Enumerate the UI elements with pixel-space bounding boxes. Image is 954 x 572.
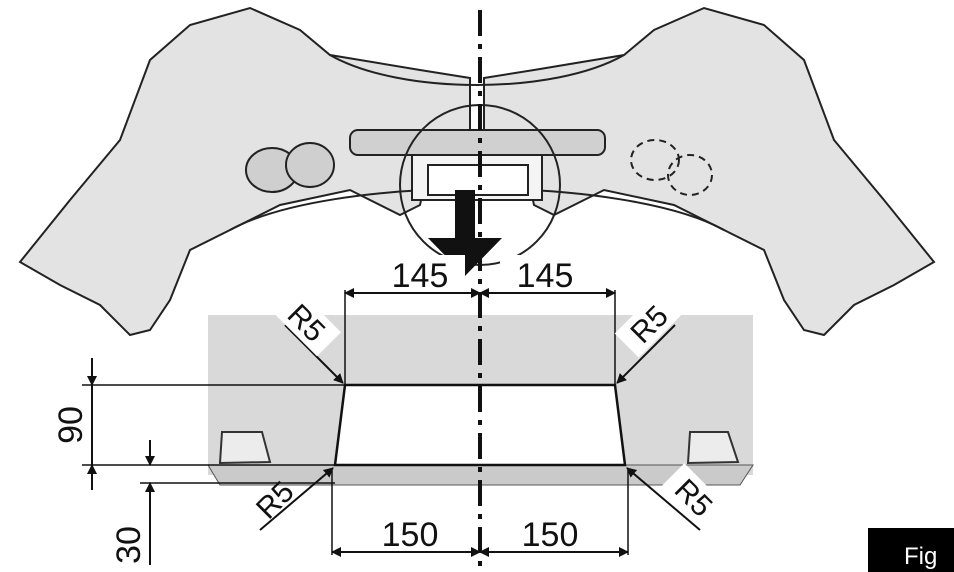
- exhaust-outline-right-1: [630, 139, 680, 181]
- radius-leaders: [259, 324, 701, 531]
- dim-bottom-right: 150: [522, 516, 579, 554]
- mount-bracket-left: [218, 431, 272, 465]
- bumper-center-lip: [329, 54, 625, 86]
- dim-top-left: 145: [392, 257, 449, 295]
- mount-bracket-right: [686, 431, 740, 465]
- dim-bottom-left: 150: [382, 516, 439, 554]
- exhaust-outline-right-2: [667, 154, 713, 196]
- figure-label-box: [868, 528, 954, 572]
- extension-lines: [82, 290, 629, 555]
- dimension-lines: [87, 288, 629, 565]
- diffuser-slot: [349, 129, 606, 156]
- dim-top-right: 145: [517, 257, 574, 295]
- dim-height: 90: [52, 406, 90, 444]
- bumper-illustration: [18, 6, 936, 337]
- figure-label: Fig: [904, 543, 937, 570]
- dim-bottom-offset: 30: [110, 526, 148, 564]
- exhaust-tip-left-2: [285, 142, 335, 188]
